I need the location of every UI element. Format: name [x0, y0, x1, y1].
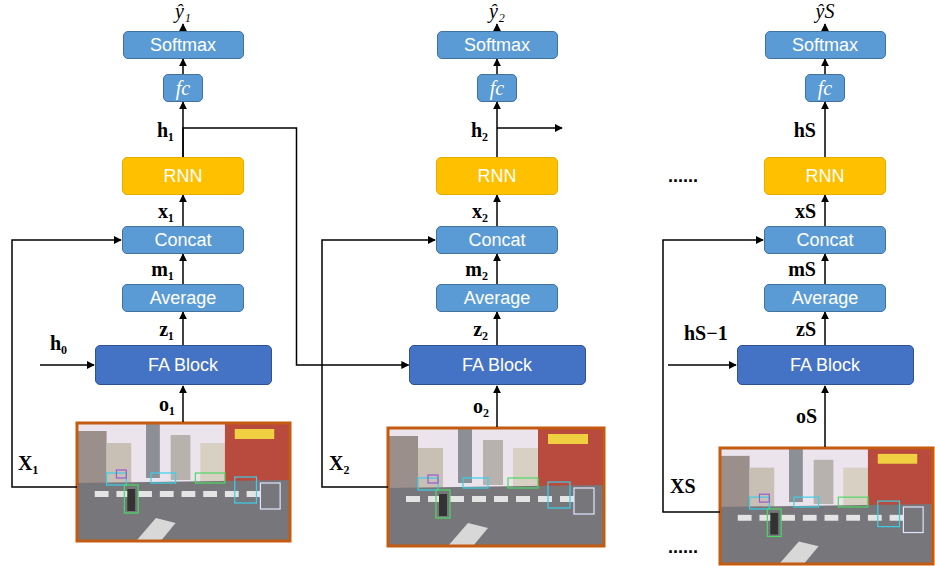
photo-frame: [77, 423, 290, 541]
output-label: ŷ₂: [489, 0, 505, 22]
softmax-box: Softmax: [765, 31, 886, 59]
state-arrow: [497, 127, 562, 129]
concat-box: Concat: [122, 226, 244, 254]
concat-box: Concat: [436, 226, 558, 254]
frame-label: X₁: [18, 452, 38, 474]
signal-label: m₁: [150, 258, 175, 280]
box-label: Softmax: [150, 34, 216, 56]
average-box: Average: [436, 284, 558, 312]
street-photo: [77, 423, 290, 541]
flow-arrow: [182, 312, 184, 345]
average-box: Average: [764, 284, 886, 312]
signal-label: z₂: [472, 318, 489, 340]
signal-label: mS: [787, 258, 817, 280]
input-label: oS: [796, 405, 817, 427]
signal-label: x₂: [471, 200, 489, 222]
input-arrow: [824, 386, 826, 447]
box-label: fc: [490, 77, 504, 99]
flow-arrow: [824, 195, 826, 226]
box-label: Softmax: [792, 34, 858, 56]
softmax-box: Softmax: [437, 31, 558, 59]
flow-arrow: [182, 59, 184, 74]
flow-arrow: [182, 195, 184, 226]
rnn-box: RNN: [764, 157, 886, 195]
fa-block-box: FA Block: [737, 345, 914, 385]
flow-arrow: [496, 102, 498, 157]
box-label: FA Block: [148, 354, 218, 376]
ellipsis: ......: [668, 165, 698, 187]
box-label: fc: [176, 77, 190, 99]
box-label: Concat: [468, 229, 525, 251]
classifier-box: fc: [477, 74, 517, 102]
output-label: ŷS: [816, 0, 835, 22]
box-label: RNN: [164, 165, 203, 187]
input-label: o₂: [473, 395, 489, 417]
state-label: h₀: [50, 332, 67, 354]
input-label: o₁: [159, 393, 175, 415]
signal-label: xS: [794, 200, 817, 222]
photo-frame: [720, 448, 933, 564]
signal-label: m₂: [464, 258, 489, 280]
rnn-box: RNN: [436, 157, 558, 195]
flow-arrow: [496, 312, 498, 345]
signal-label: hS: [793, 119, 817, 141]
frame-label: XS: [670, 475, 696, 497]
flow-arrow: [824, 102, 826, 157]
street-photo: [720, 448, 933, 564]
input-arrow: [182, 386, 184, 422]
photo-frame: [388, 428, 604, 546]
flow-arrow: [824, 254, 826, 284]
average-box: Average: [122, 284, 244, 312]
flow-arrow: [496, 59, 498, 74]
box-label: Concat: [796, 229, 853, 251]
signal-label: h₂: [470, 119, 489, 141]
flow-arrow: [824, 59, 826, 74]
state-arrow: [40, 364, 94, 366]
rnn-box: RNN: [122, 157, 244, 195]
signal-label: zS: [795, 318, 817, 340]
classifier-box: fc: [163, 74, 203, 102]
concat-box: Concat: [764, 226, 886, 254]
box-label: fc: [818, 77, 832, 99]
signal-label: z₁: [158, 318, 175, 340]
box-label: Average: [464, 287, 531, 309]
box-label: RNN: [478, 165, 517, 187]
frame-label: X₂: [329, 452, 349, 474]
input-arrow: [496, 386, 498, 427]
state-label: hS−1: [684, 322, 728, 344]
flow-arrow: [824, 312, 826, 345]
state-arrow: [668, 364, 736, 366]
box-label: FA Block: [462, 354, 532, 376]
box-label: Average: [150, 287, 217, 309]
street-photo: [388, 428, 604, 546]
output-label: ŷ₁: [175, 0, 191, 22]
box-label: Average: [792, 287, 859, 309]
flow-arrow: [182, 254, 184, 284]
box-label: FA Block: [790, 354, 860, 376]
signal-label: h₁: [156, 119, 175, 141]
ellipsis: ......: [668, 536, 698, 558]
fa-block-box: FA Block: [95, 345, 272, 385]
flow-arrow: [496, 195, 498, 226]
box-label: RNN: [806, 165, 845, 187]
box-label: Concat: [154, 229, 211, 251]
softmax-box: Softmax: [123, 31, 244, 59]
box-label: Softmax: [464, 34, 530, 56]
flow-arrow: [496, 254, 498, 284]
signal-label: x₁: [157, 200, 175, 222]
classifier-box: fc: [805, 74, 845, 102]
fa-block-box: FA Block: [409, 345, 586, 385]
